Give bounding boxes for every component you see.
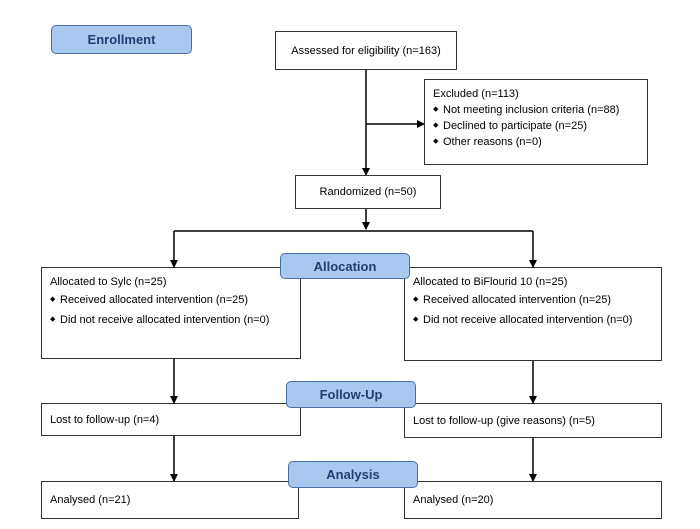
stage-label-enrollment: Enrollment	[51, 25, 192, 54]
lost-text: Lost to follow-up (give reasons) (n=5)	[413, 414, 595, 427]
randomized-box: Randomized (n=50)	[295, 175, 441, 209]
allocated-detail: ◆ Received allocated intervention (n=25)	[50, 294, 249, 306]
allocated-box-left: Allocated to Sylc (n=25) ◆ Received allo…	[41, 267, 301, 359]
analysed-box-right: Analysed (n=20)	[404, 481, 662, 519]
bullet-diamond-icon: ◆	[413, 316, 419, 323]
lost-box-right: Lost to follow-up (give reasons) (n=5)	[404, 403, 662, 438]
bullet-diamond-icon: ◆	[433, 106, 439, 113]
analysed-box-left: Analysed (n=21)	[41, 481, 299, 519]
allocated-title: Allocated to Sylc (n=25)	[50, 276, 167, 288]
bullet-diamond-icon: ◆	[413, 296, 419, 303]
stage-label-follow-up: Follow-Up	[286, 381, 416, 408]
allocated-detail: ◆ Did not receive allocated intervention…	[50, 314, 270, 326]
lost-box-left: Lost to follow-up (n=4)	[41, 403, 301, 436]
bullet-diamond-icon: ◆	[50, 296, 56, 303]
excluded-reason: ◆ Other reasons (n=0)	[433, 136, 542, 148]
analysed-text: Analysed (n=21)	[50, 494, 131, 506]
lost-text: Lost to follow-up (n=4)	[50, 413, 160, 426]
excluded-box: Excluded (n=113) ◆ Not meeting inclusion…	[424, 79, 648, 165]
allocated-detail: ◆ Received allocated intervention (n=25)	[413, 294, 612, 306]
bullet-diamond-icon: ◆	[50, 316, 56, 323]
assessed-text: Assessed for eligibility (n=163)	[291, 44, 441, 57]
allocated-title: Allocated to BiFlourid 10 (n=25)	[413, 276, 568, 288]
excluded-reason: ◆ Not meeting inclusion criteria (n=88)	[433, 104, 620, 116]
allocated-box-right: Allocated to BiFlourid 10 (n=25) ◆ Recei…	[404, 267, 662, 361]
analysed-text: Analysed (n=20)	[413, 494, 494, 506]
assessed-box: Assessed for eligibility (n=163)	[275, 31, 457, 70]
randomized-text: Randomized (n=50)	[319, 186, 417, 198]
bullet-diamond-icon: ◆	[433, 138, 439, 145]
stage-label-analysis: Analysis	[288, 461, 418, 488]
excluded-reason: ◆ Declined to participate (n=25)	[433, 120, 587, 132]
bullet-diamond-icon: ◆	[433, 122, 439, 129]
excluded-title: Excluded (n=113)	[433, 88, 519, 100]
stage-label-allocation: Allocation	[280, 253, 410, 279]
allocated-detail: ◆ Did not receive allocated intervention…	[413, 314, 633, 326]
